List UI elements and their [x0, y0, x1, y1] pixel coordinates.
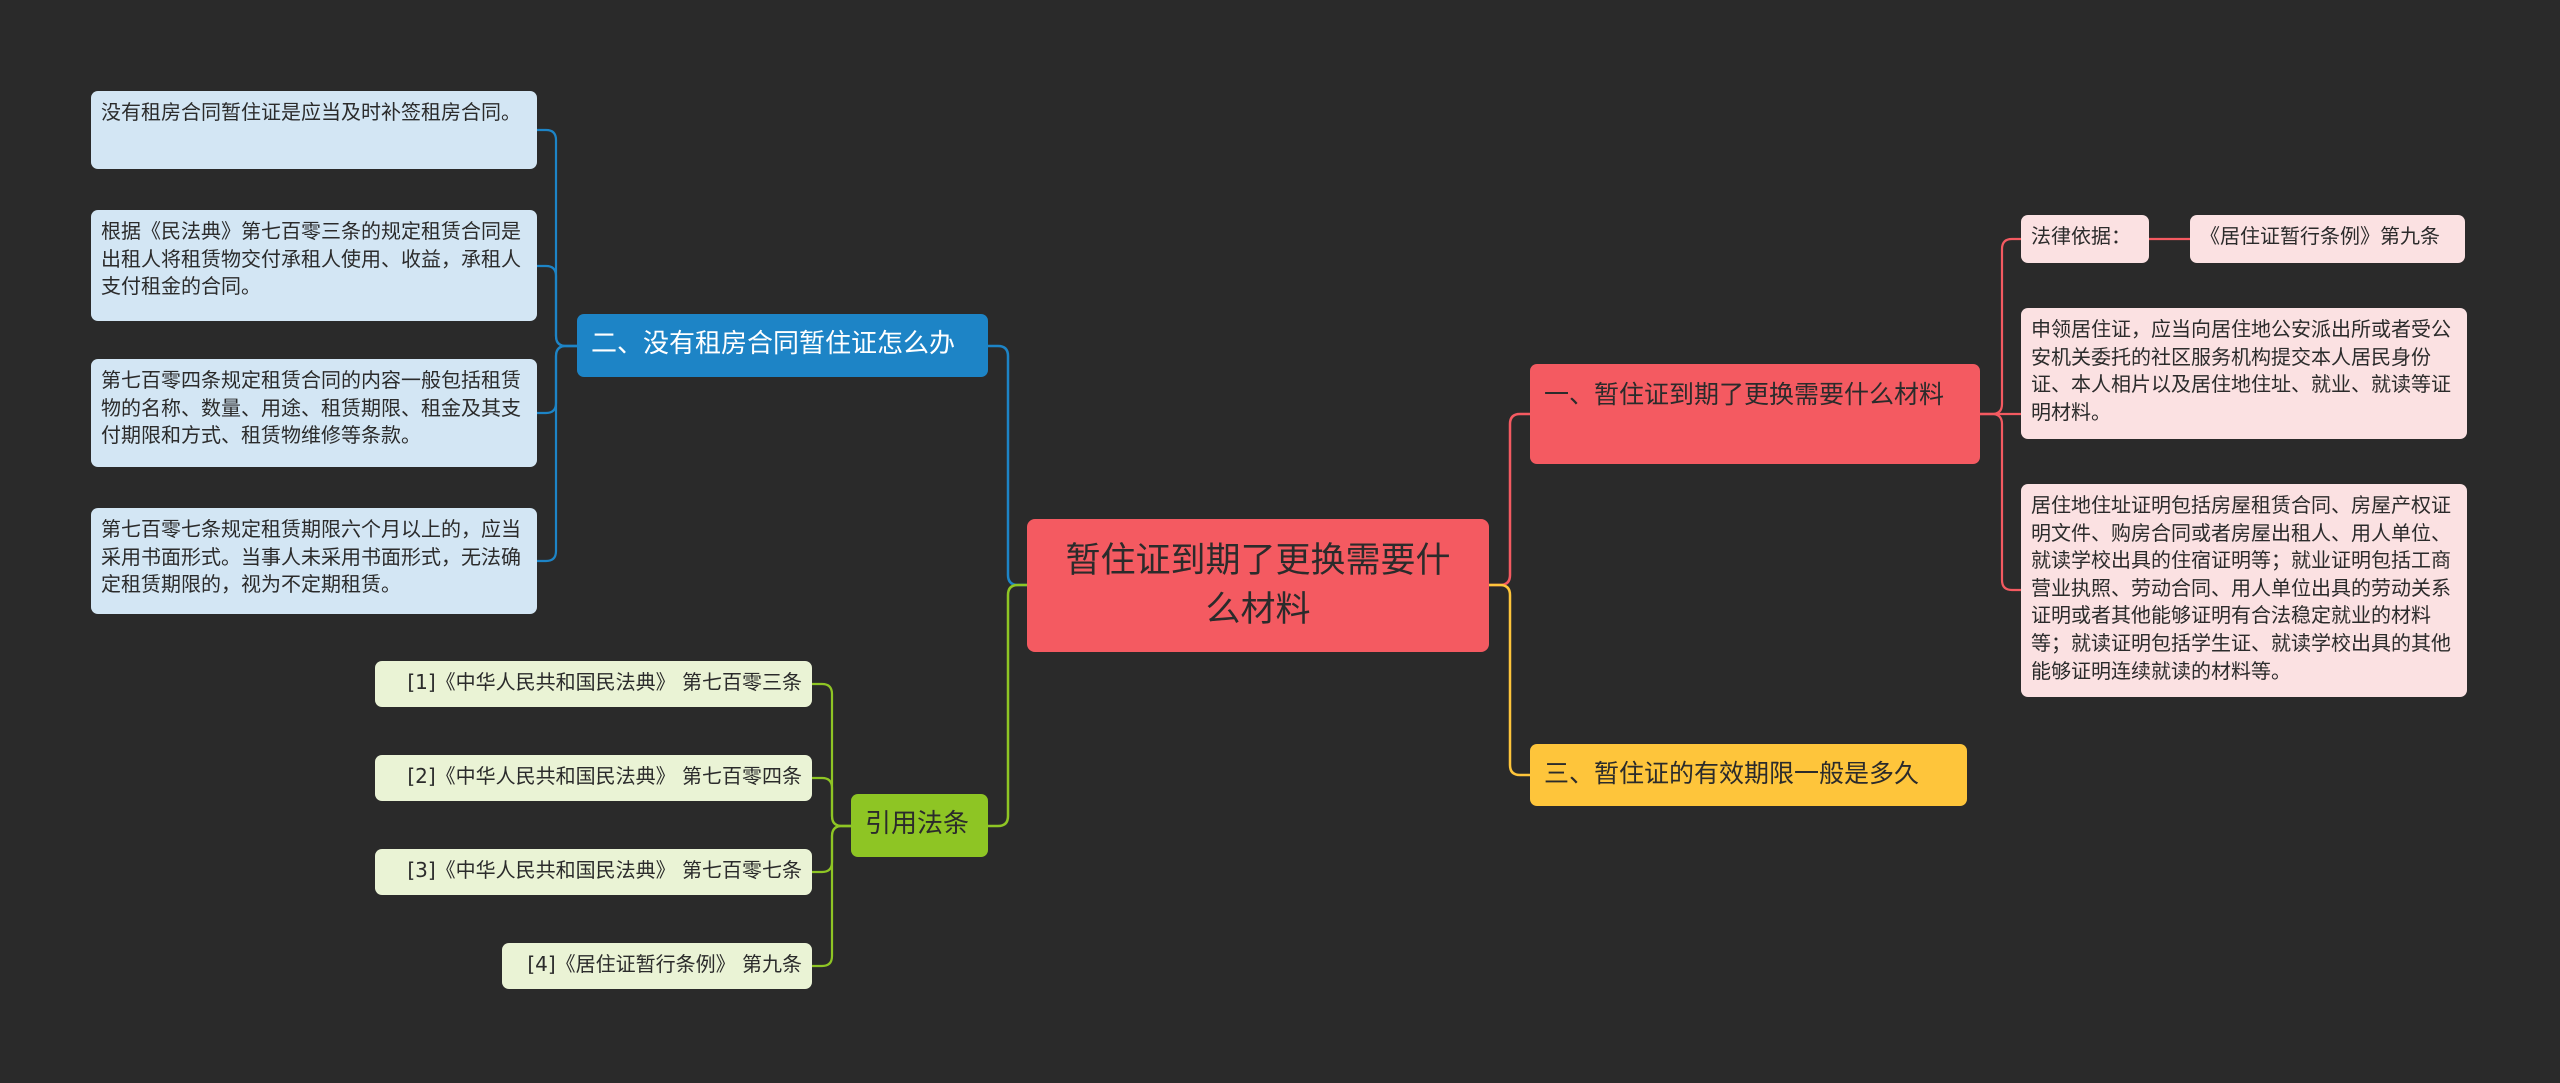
leaf-address-proof[interactable]: 居住地住址证明包括房屋租赁合同、房屋产权证明文件、购房合同或者房屋出租人、用人单…: [2021, 484, 2467, 697]
leaf-text: 根据《民法典》第七百零三条的规定租赁合同是出租人将租赁物交付承租人使用、收益，承…: [101, 219, 521, 299]
leaf-legal-basis-value[interactable]: 《居住证暂行条例》第九条: [2190, 215, 2465, 263]
root-topic-label: 暂住证到期了更换需要什么材料: [1065, 541, 1451, 630]
leaf-text: [2]《中华人民共和国民法典》 第七百零四条: [407, 764, 802, 788]
leaf-ref-4[interactable]: [4]《居住证暂行条例》 第九条: [502, 943, 812, 989]
leaf-civil-code-704[interactable]: 第七百零四条规定租赁合同的内容一般包括租赁物的名称、数量、用途、租赁期限、租金及…: [91, 359, 537, 467]
branch-validity-period[interactable]: 三、暂住证的有效期限一般是多久: [1530, 744, 1967, 806]
branch-label: 二、没有租房合同暂住证怎么办: [591, 329, 956, 359]
branch-cited-laws[interactable]: 引用法条: [851, 794, 988, 857]
leaf-text: 法律依据：: [2031, 224, 2131, 248]
leaf-civil-code-703[interactable]: 根据《民法典》第七百零三条的规定租赁合同是出租人将租赁物交付承租人使用、收益，承…: [91, 210, 537, 321]
leaf-text: 居住地住址证明包括房屋租赁合同、房屋产权证明文件、购房合同或者房屋出租人、用人单…: [2031, 493, 2451, 683]
leaf-ref-3[interactable]: [3]《中华人民共和国民法典》 第七百零七条: [375, 849, 812, 895]
leaf-apply-requirements[interactable]: 申领居住证，应当向居住地公安派出所或者受公安机关委托的社区服务机构提交本人居民身…: [2021, 308, 2467, 439]
leaf-civil-code-707[interactable]: 第七百零七条规定租赁期限六个月以上的，应当采用书面形式。当事人未采用书面形式，无…: [91, 508, 537, 614]
branch-label: 一、暂住证到期了更换需要什么材料: [1544, 380, 1945, 409]
leaf-ref-2[interactable]: [2]《中华人民共和国民法典》 第七百零四条: [375, 755, 812, 801]
root-topic[interactable]: 暂住证到期了更换需要什么材料: [1027, 519, 1489, 652]
leaf-text: [4]《居住证暂行条例》 第九条: [527, 952, 802, 976]
leaf-text: 第七百零七条规定租赁期限六个月以上的，应当采用书面形式。当事人未采用书面形式，无…: [101, 517, 521, 597]
leaf-text: 没有租房合同暂住证是应当及时补签租房合同。: [101, 100, 521, 124]
leaf-text: 第七百零四条规定租赁合同的内容一般包括租赁物的名称、数量、用途、租赁期限、租金及…: [101, 368, 521, 448]
branch-label: 引用法条: [865, 809, 970, 839]
leaf-sign-lease[interactable]: 没有租房合同暂住证是应当及时补签租房合同。: [91, 91, 537, 169]
leaf-text: 《居住证暂行条例》第九条: [2200, 224, 2440, 248]
leaf-legal-basis-label[interactable]: 法律依据：: [2021, 215, 2149, 263]
branch-no-lease[interactable]: 二、没有租房合同暂住证怎么办: [577, 314, 988, 377]
leaf-text: [3]《中华人民共和国民法典》 第七百零七条: [407, 858, 802, 882]
leaf-ref-1[interactable]: [1]《中华人民共和国民法典》 第七百零三条: [375, 661, 812, 707]
leaf-text: [1]《中华人民共和国民法典》 第七百零三条: [407, 670, 802, 694]
branch-renewal-materials[interactable]: 一、暂住证到期了更换需要什么材料: [1530, 364, 1980, 464]
leaf-text: 申领居住证，应当向居住地公安派出所或者受公安机关委托的社区服务机构提交本人居民身…: [2031, 317, 2451, 424]
branch-label: 三、暂住证的有效期限一般是多久: [1544, 759, 1920, 788]
